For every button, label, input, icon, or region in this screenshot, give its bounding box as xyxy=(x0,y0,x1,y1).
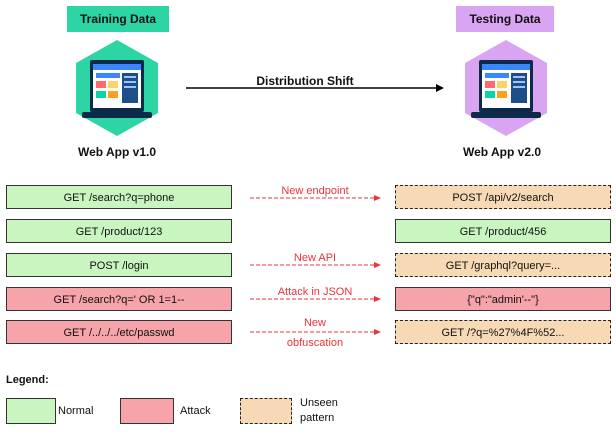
legend-normal-swatch xyxy=(6,398,56,424)
legend-unseen-label-line2: pattern xyxy=(300,412,335,424)
distribution-shift-arrow xyxy=(186,84,444,92)
training-request-5: GET /../../../etc/passwd xyxy=(6,320,232,344)
web-app-v1-label: Web App v1.0 xyxy=(77,145,157,159)
connector-label-5-line2: obfuscation xyxy=(286,337,344,349)
distribution-shift-label: Distribution Shift xyxy=(256,74,354,88)
training-request-1: GET /search?q=phone xyxy=(6,185,232,209)
training-request-4: GET /search?q=' OR 1=1-- xyxy=(6,287,232,311)
training-request-2: GET /product/123 xyxy=(6,219,232,243)
legend-attack-label: Attack xyxy=(180,405,211,417)
training-data-badge: Training Data xyxy=(67,6,169,32)
connector-label-5-line1: New xyxy=(303,317,326,329)
legend-attack-swatch xyxy=(120,398,174,424)
testing-request-1: POST /api/v2/search xyxy=(395,185,611,209)
testing-request-2: GET /product/456 xyxy=(395,219,611,243)
connector-label-4: Attack in JSON xyxy=(277,286,353,298)
connector-arrow-4 xyxy=(250,296,381,302)
testing-data-badge: Testing Data xyxy=(456,6,554,32)
web-app-v2-label: Web App v2.0 xyxy=(462,145,542,159)
testing-request-4: {"q":"admin'--"} xyxy=(395,287,611,311)
connector-arrow-5 xyxy=(250,329,381,335)
legend-unseen-label-line1: Unseen xyxy=(300,397,338,409)
legend-unseen-swatch xyxy=(240,398,292,424)
testing-request-5: GET /?q=%27%4F%52... xyxy=(395,320,611,344)
connector-label-1: New endpoint xyxy=(281,185,349,197)
legend-title: Legend: xyxy=(6,374,49,386)
web-app-v2-icon xyxy=(465,40,547,136)
connector-arrow-3 xyxy=(250,262,381,268)
web-app-v1-icon xyxy=(76,40,158,136)
connector-arrow-1 xyxy=(250,195,381,201)
training-request-3: POST /login xyxy=(6,253,232,277)
legend-normal-label: Normal xyxy=(58,405,94,417)
connector-label-3: New API xyxy=(293,252,337,264)
testing-request-3: GET /graphql?query=... xyxy=(395,253,611,277)
